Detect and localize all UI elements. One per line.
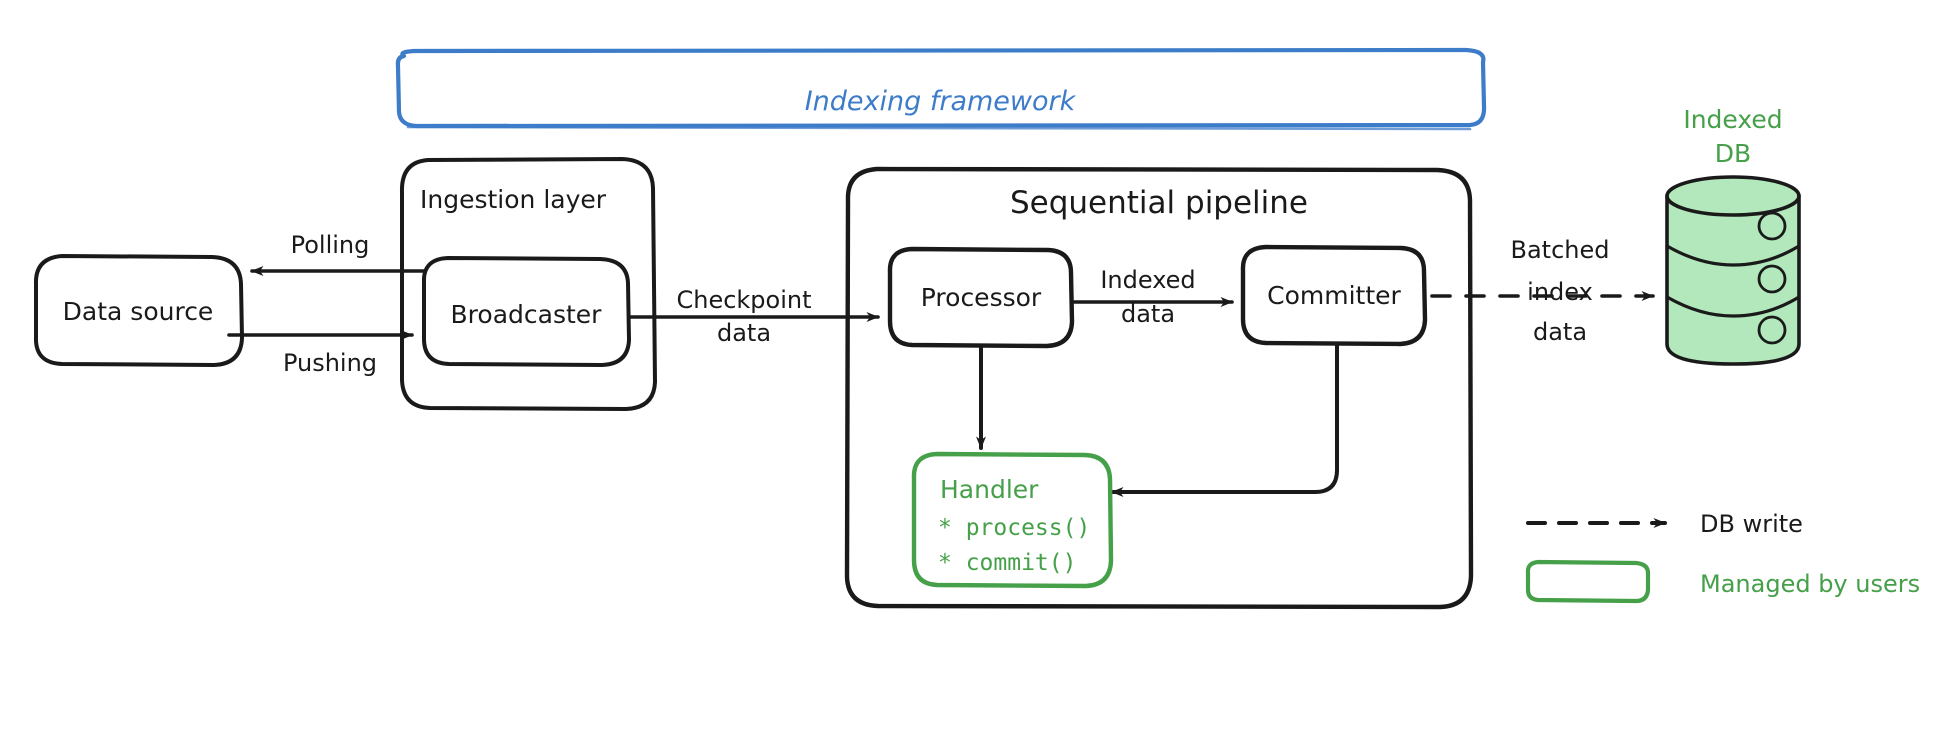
node-handler[interactable]: Handler * process() * commit(): [911, 451, 1114, 589]
indexed-db-label-line2: DB: [1715, 139, 1751, 168]
legend-managed-by-users-label: Managed by users: [1700, 570, 1920, 598]
ingestion-layer-group[interactable]: Ingestion layer: [399, 157, 657, 411]
indexed-data-label-1: Indexed: [1100, 266, 1195, 294]
node-committer[interactable]: Committer: [1240, 244, 1428, 347]
data-source-label: Data source: [63, 297, 214, 326]
committer-label: Committer: [1267, 281, 1401, 310]
sequential-pipeline-group[interactable]: Sequential pipeline: [844, 166, 1474, 610]
ingestion-layer-label: Ingestion layer: [420, 185, 607, 214]
edge-indexed-data: Indexed data: [1070, 266, 1234, 328]
green-box-icon: [1525, 559, 1651, 604]
batched-index-data-label-1: Batched: [1511, 236, 1610, 264]
indexed-data-label-2: data: [1121, 300, 1175, 328]
edge-committer-to-handler: [1110, 342, 1339, 497]
legend: DB write Managed by users: [1525, 510, 1920, 604]
database-cylinder-icon: [1665, 175, 1801, 366]
indexed-db-label-line1: Indexed: [1683, 105, 1782, 134]
sequential-pipeline-label: Sequential pipeline: [1010, 185, 1308, 221]
legend-item-managed-by-users: Managed by users: [1525, 559, 1920, 604]
batched-index-data-label-2: index: [1527, 278, 1593, 306]
broadcaster-label: Broadcaster: [451, 300, 603, 329]
indexing-framework-bar: Indexing framework: [395, 47, 1487, 131]
handler-method-commit: * commit(): [938, 550, 1076, 576]
edge-pushing: Pushing: [227, 330, 414, 377]
indexing-framework-label: Indexing framework: [805, 86, 1077, 117]
processor-label: Processor: [921, 283, 1042, 312]
node-processor[interactable]: Processor: [887, 246, 1075, 349]
node-data-source[interactable]: Data source: [33, 254, 244, 367]
checkpoint-data-label-1: Checkpoint: [676, 286, 811, 314]
handler-label: Handler: [940, 475, 1039, 504]
edge-checkpoint-data: Checkpoint data: [627, 286, 880, 347]
polling-label: Polling: [291, 231, 370, 259]
pushing-label: Pushing: [283, 349, 377, 377]
batched-index-data-label-3: data: [1533, 318, 1587, 346]
handler-method-process: * process(): [938, 515, 1090, 541]
edge-batched-index-data: Batched index data: [1430, 236, 1655, 346]
legend-db-write-label: DB write: [1700, 510, 1803, 538]
checkpoint-data-label-2: data: [717, 319, 771, 347]
edge-polling: Polling: [250, 231, 426, 276]
node-broadcaster[interactable]: Broadcaster: [421, 256, 631, 367]
legend-item-db-write: DB write: [1526, 510, 1803, 538]
node-indexed-db[interactable]: Indexed DB: [1665, 105, 1801, 366]
